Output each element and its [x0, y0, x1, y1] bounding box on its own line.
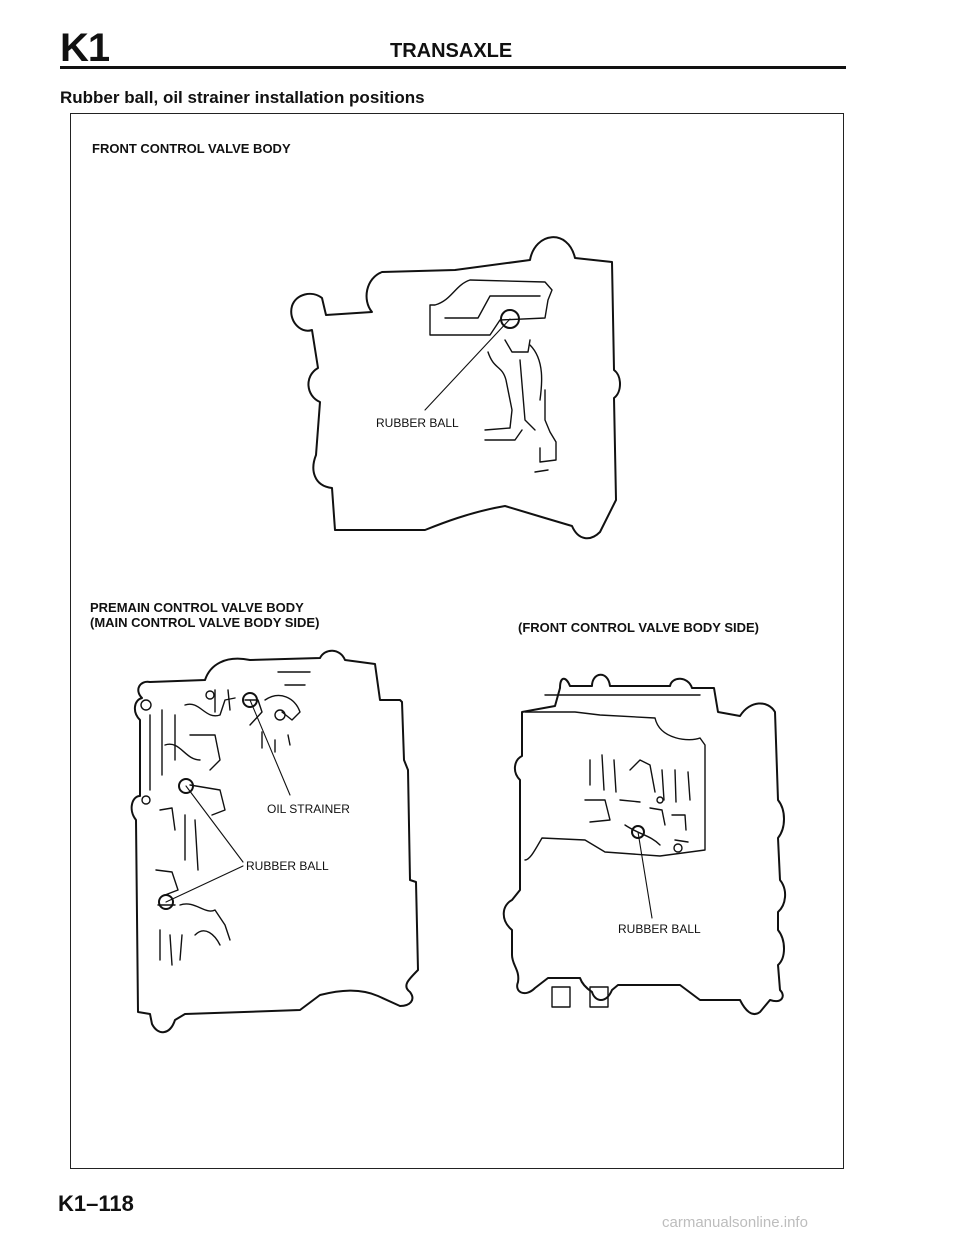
page-title: TRANSAXLE: [390, 40, 513, 62]
front-side-valve-body-outline: [502, 673, 786, 1016]
premain-body-title-line1: PREMAIN CONTROL VALVE BODY: [90, 600, 304, 615]
figure-frame: [70, 113, 844, 1169]
front-body-rubber-ball-label: RUBBER BALL: [376, 416, 459, 430]
page-number: K1–118: [58, 1191, 134, 1216]
oil-strainer-label: OIL STRAINER: [267, 802, 350, 816]
front-side-body-title: (FRONT CONTROL VALVE BODY SIDE): [518, 620, 759, 635]
front-control-valve-body-outline: [290, 236, 621, 540]
premain-body-title-line2: (MAIN CONTROL VALVE BODY SIDE): [90, 615, 320, 630]
header-rule: [60, 66, 846, 69]
premain-rubber-ball-label: RUBBER BALL: [246, 859, 329, 873]
watermark: carmanualsonline.info: [662, 1214, 808, 1231]
front-side-rubber-ball-label: RUBBER BALL: [618, 922, 701, 936]
section-code: K1: [60, 26, 110, 70]
premain-control-valve-body-outline: [130, 649, 419, 1034]
front-control-valve-body-title: FRONT CONTROL VALVE BODY: [92, 141, 291, 156]
procedure-subtitle: Rubber ball, oil strainer installation p…: [60, 88, 425, 107]
